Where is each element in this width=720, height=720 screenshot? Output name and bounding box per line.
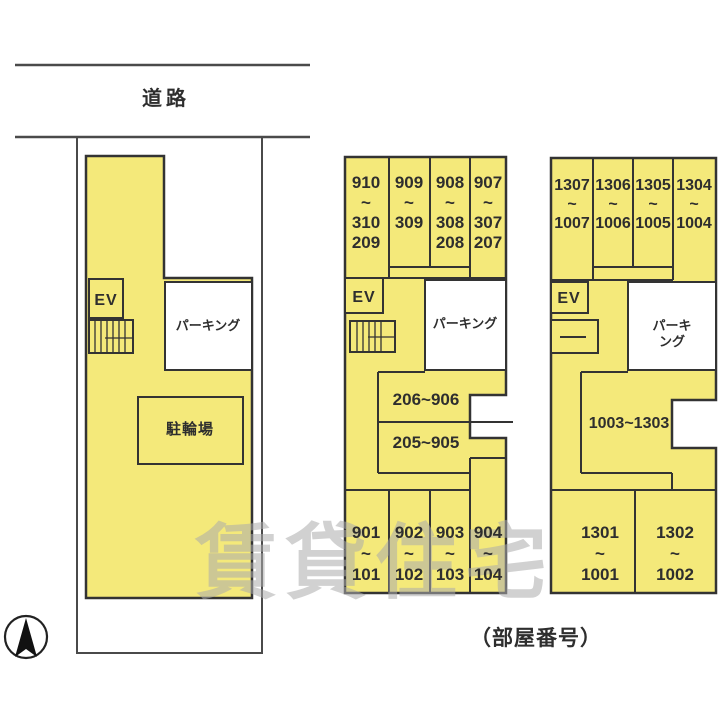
room-cell-904: 904 ~ 104	[473, 523, 503, 584]
bicycle-parking-area	[137, 396, 244, 465]
room-cell-1306: 1306 ~ 1006	[595, 177, 631, 232]
room-cell-907: 907 ~ 307 207	[473, 173, 503, 252]
mid-ev-room	[344, 277, 384, 314]
watermark: 賃貸住宅	[195, 518, 556, 609]
room-cell-206-906: 206~906	[392, 390, 460, 409]
mid-stairs-treads	[356, 321, 395, 352]
room-cell-908: 908 ~ 308 208	[435, 173, 465, 252]
room-cell-1302: 1302 ~ 1002	[656, 523, 694, 584]
right-ev-label: EV	[557, 290, 581, 307]
room-cell-1301: 1301 ~ 1001	[581, 523, 619, 584]
right-parking-label: パーキング	[652, 318, 692, 349]
right-stairs	[550, 319, 599, 354]
room-cell-205-905: 205~905	[392, 433, 460, 452]
left-parking-area	[164, 281, 253, 371]
room-cell-909: 909 ~ 309	[394, 173, 424, 232]
bicycle-parking-label: 駐輪場	[165, 421, 215, 438]
room-cell-1305: 1305 ~ 1005	[635, 177, 671, 232]
left-stairs	[88, 319, 134, 354]
right-parking-area	[627, 281, 717, 371]
left-parking-label: パーキング	[175, 318, 241, 333]
site-boundary	[76, 137, 263, 654]
mid-parking-area	[424, 279, 507, 371]
compass-north-needle	[15, 618, 37, 657]
room-cell-903: 903 ~ 103	[435, 523, 465, 584]
right-building-interior-walls	[551, 158, 716, 593]
mid-ev-label: EV	[352, 289, 376, 306]
left-building-outline	[84, 154, 254, 600]
road-label: 道路	[142, 88, 190, 110]
room-cell-1003-1303: 1003~1303	[588, 415, 670, 432]
left-stairs-treads	[94, 320, 133, 353]
mid-building-interior-walls	[345, 157, 513, 593]
left-ev-label: EV	[94, 292, 118, 309]
room-cell-910: 910 ~ 310 209	[351, 173, 381, 252]
left-ev-room	[88, 278, 124, 319]
room-cell-1307: 1307 ~ 1007	[554, 177, 590, 232]
room-number-note: （部屋番号）	[470, 627, 602, 650]
room-cell-1304: 1304 ~ 1004	[676, 177, 712, 232]
room-cell-901: 901 ~ 101	[351, 523, 381, 584]
right-ev-room	[550, 281, 589, 314]
room-cell-902: 902 ~ 102	[394, 523, 424, 584]
mid-parking-label: パーキング	[432, 316, 498, 331]
